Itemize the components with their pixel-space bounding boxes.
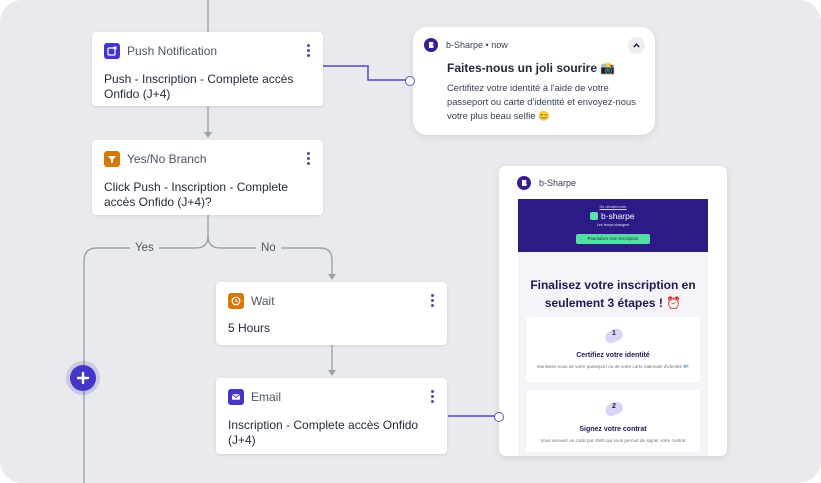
cta-button[interactable]: Poursuivre mon inscription	[576, 234, 650, 244]
step-card-1: 1 Certifiez votre identité Munissez-vous…	[526, 317, 700, 382]
arrow-head	[204, 132, 212, 138]
step-number-badge: 1	[603, 325, 625, 347]
node-type-label: Wait	[251, 294, 275, 308]
brand-name: b·sharpe	[601, 211, 635, 221]
node-title: Click Push - Inscription - Complete accè…	[104, 180, 289, 209]
step-description: Vous recevez un code par SMS qui vous pe…	[540, 438, 686, 443]
b-sharpe-logo-icon	[424, 38, 438, 52]
brand-mark-icon	[590, 212, 598, 220]
mail-icon	[228, 389, 244, 405]
node-type-label: Yes/No Branch	[127, 152, 207, 166]
notification-connector-port[interactable]	[405, 76, 415, 86]
yes-branch-connector	[83, 215, 209, 483]
email-preview-card: b-Sharpe Se désabonner b·sharpe Les temp…	[499, 166, 727, 456]
email-heading: Finalisez votre inscription en seulement…	[530, 278, 696, 310]
node-menu-icon[interactable]	[307, 152, 310, 167]
plus-icon	[76, 371, 90, 385]
email-preview-header: b-Sharpe	[517, 176, 576, 190]
email-node[interactable]: Email Inscription - Complete accès Onfid…	[216, 378, 447, 454]
notification-title: Faites-nous un joli sourire 📸	[447, 61, 616, 75]
push-preview-link	[323, 65, 409, 81]
wait-node[interactable]: Wait 5 Hours	[216, 282, 447, 345]
push-notification-node[interactable]: Push Notification Push - Inscription - C…	[92, 32, 323, 106]
unsubscribe-link[interactable]: Se désabonner	[599, 204, 627, 209]
email-banner: Se désabonner b·sharpe Les temps changen…	[518, 199, 708, 252]
push-notification-preview: b-Sharpe • now Faites-nous un joli souri…	[413, 27, 655, 135]
node-header: Push Notification	[104, 42, 217, 60]
node-type-label: Email	[251, 390, 282, 404]
step-card-2: 2 Signez votre contrat Vous recevez un c…	[526, 390, 700, 452]
node-title: 5 Hours	[228, 321, 271, 335]
email-content: Se désabonner b·sharpe Les temps changen…	[518, 199, 708, 456]
step-number: 1	[612, 330, 616, 337]
node-menu-icon[interactable]	[307, 44, 310, 59]
step-number: 2	[612, 403, 616, 410]
notification-text: Certifitez votre identité à l'aide de vo…	[447, 82, 636, 121]
node-type-label: Push Notification	[127, 44, 218, 58]
no-branch-connector	[207, 235, 333, 278]
add-step-button[interactable]	[70, 365, 96, 391]
clock-icon	[228, 293, 244, 309]
push-notification-icon	[104, 43, 120, 59]
notification-header: b-Sharpe • now	[424, 38, 508, 52]
node-title: Inscription - Complete accès Onfido (J+4…	[228, 418, 419, 447]
node-title: Push - Inscription - Complete accès Onfi…	[104, 72, 294, 101]
no-branch-label: No	[256, 242, 281, 254]
node-menu-icon[interactable]	[431, 390, 434, 405]
step-number-badge: 2	[603, 398, 625, 420]
node-menu-icon[interactable]	[431, 294, 434, 309]
email-app-name: b-Sharpe	[539, 178, 577, 188]
arrow-head	[328, 370, 336, 376]
step-title: Signez votre contrat	[579, 426, 647, 433]
step-description: Munissez-vous de votre passeport ou de v…	[536, 364, 690, 369]
notification-app-name: b-Sharpe	[446, 40, 484, 50]
yes-branch-label: Yes	[130, 242, 159, 254]
notification-time: now	[491, 40, 508, 50]
b-sharpe-logo-icon	[517, 176, 531, 190]
yes-no-branch-node[interactable]: Yes/No Branch Click Push - Inscription -…	[92, 140, 323, 215]
collapse-button[interactable]	[628, 37, 645, 54]
brand-tagline: Les temps changent	[596, 223, 630, 227]
arrow-head	[328, 274, 336, 280]
filter-icon	[104, 151, 120, 167]
node-header: Wait	[228, 292, 275, 310]
node-header: Email	[228, 388, 281, 406]
email-connector-port[interactable]	[494, 412, 504, 422]
step-title: Certifiez votre identité	[576, 352, 650, 359]
brand-logo: b·sharpe	[590, 211, 635, 221]
node-header: Yes/No Branch	[104, 150, 207, 168]
chevron-up-icon	[633, 43, 640, 48]
